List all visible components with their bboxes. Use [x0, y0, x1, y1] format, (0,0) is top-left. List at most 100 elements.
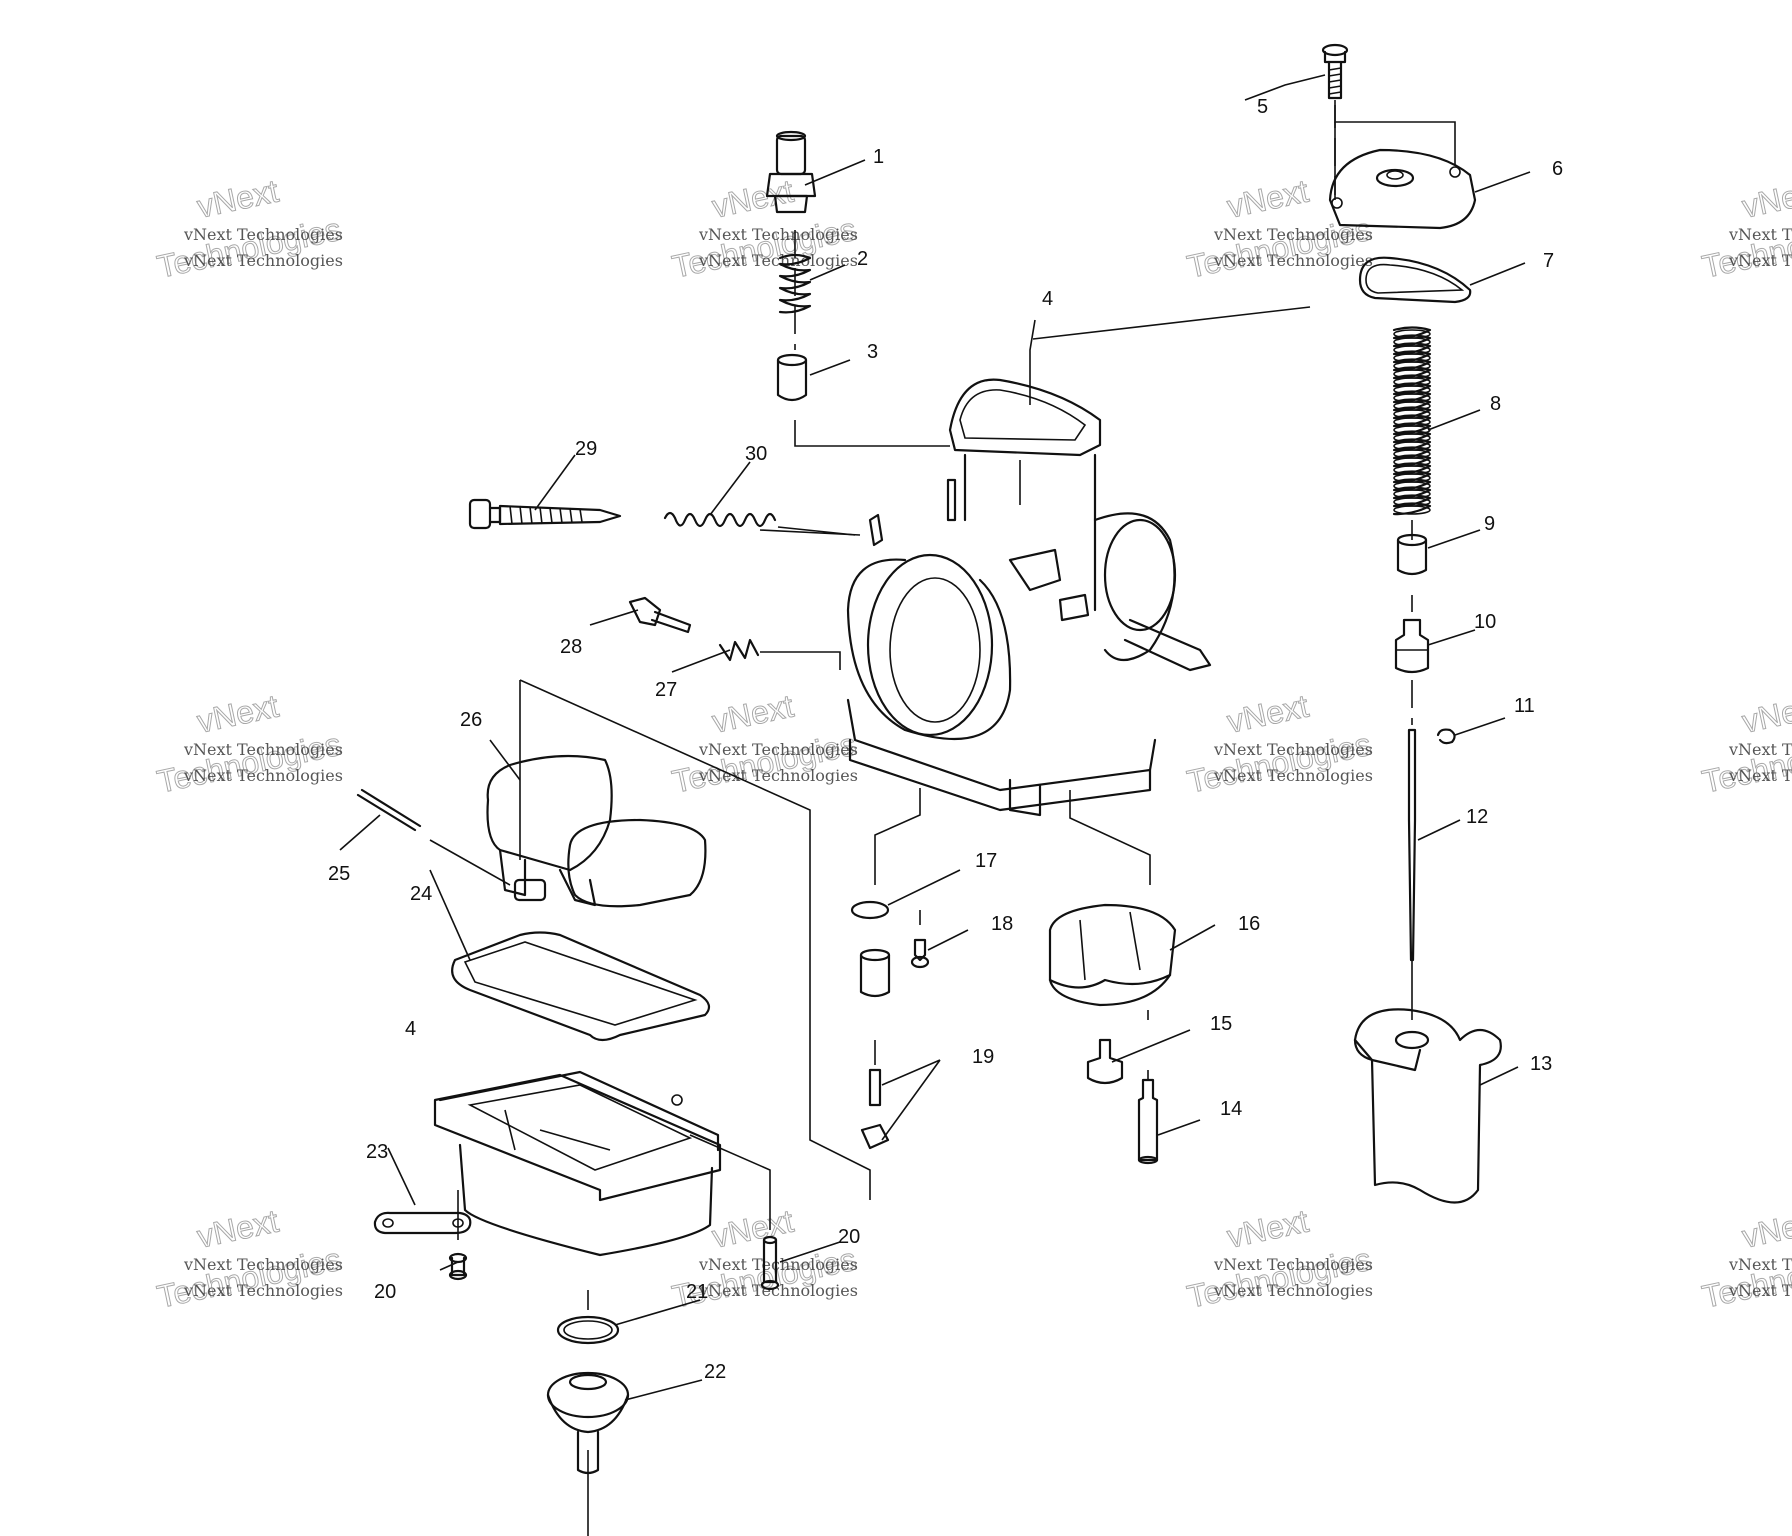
part-14-pilot-jet	[1137, 1078, 1159, 1165]
watermark-text: vNext Technologies	[183, 766, 343, 785]
part-28-air-screw	[628, 596, 692, 634]
callout-20-left: 20	[374, 1281, 396, 1303]
callout-9: 9	[1484, 513, 1495, 535]
part-3-plunger	[776, 353, 808, 402]
part-20-screw-right	[760, 1235, 780, 1291]
callout-6: 6	[1552, 158, 1563, 180]
callout-14: 14	[1220, 1098, 1242, 1120]
watermark-text: vNext Technologies	[183, 1255, 343, 1274]
callout-21: 21	[686, 1281, 708, 1303]
watermark-brand: vNext	[194, 1203, 282, 1255]
part-12-jet-needle	[1407, 728, 1417, 962]
watermark-brand: vNext	[1739, 1203, 1792, 1255]
part-13-throttle-slide	[1353, 1008, 1502, 1204]
part-11-clip	[1436, 728, 1456, 745]
callout-10: 10	[1474, 611, 1496, 633]
callout-20-right: 20	[838, 1226, 860, 1248]
part-8-spring	[1392, 326, 1432, 516]
watermark-text: vNext Technologies	[1728, 766, 1792, 785]
watermark-text: vNext Technologies	[698, 1255, 858, 1274]
part-17-o-ring	[850, 900, 890, 920]
callout-23: 23	[366, 1141, 388, 1163]
watermark-text: vNext Technologies	[1213, 740, 1373, 759]
watermark-text-large: Technologies	[154, 211, 344, 285]
watermark-brand: vNext	[1739, 688, 1792, 740]
callout-30: 30	[745, 443, 767, 465]
watermark-text: vNext Technologies	[1213, 1281, 1373, 1300]
watermark-brand: vNext	[194, 688, 282, 740]
part-6-top-cap	[1328, 148, 1477, 230]
watermark-text: vNext Technologies	[1213, 251, 1373, 270]
part-9-retainer	[1396, 533, 1428, 576]
callout-5: 5	[1257, 96, 1268, 118]
callout-11: 11	[1514, 695, 1535, 717]
watermark-brand: vNext	[709, 688, 797, 740]
callout-12: 12	[1466, 806, 1488, 828]
callout-15: 15	[1210, 1013, 1232, 1035]
watermark-text: vNext Technologies	[1213, 766, 1373, 785]
watermark-text: vNext Technologies	[1728, 1281, 1792, 1300]
part-16-needle-jet-holder	[1048, 903, 1177, 1007]
watermark-text: vNext Technologies	[698, 766, 858, 785]
callout-labels: 1 2 3 4 5 6 7 8 9 10 11 12 13 14 15 16 1…	[328, 96, 1563, 1383]
watermark-text: vNext Technologies	[183, 740, 343, 759]
callout-25: 25	[328, 863, 350, 885]
callout-22: 22	[704, 1361, 726, 1383]
part-10-needle-holder	[1394, 618, 1430, 674]
callout-4-carb-body: 4	[1042, 288, 1053, 310]
watermark-text-large: Technologies	[1184, 1241, 1374, 1315]
part-24-bowl-gasket	[451, 931, 711, 1042]
watermark-brand: vNext	[1739, 173, 1792, 225]
watermark-text: vNext Technologies	[183, 225, 343, 244]
watermark-text: vNext Technologies	[698, 251, 858, 270]
callout-4-float-bowl: 4	[405, 1018, 416, 1040]
part-19-starter-plunger	[859, 948, 891, 1150]
callout-2: 2	[857, 248, 868, 270]
callout-1: 1	[873, 146, 884, 168]
watermark-text: vNext Technologies	[698, 225, 858, 244]
watermark-text: vNext Technologies	[1728, 1255, 1792, 1274]
watermark-text: vNext Technologies	[183, 251, 343, 270]
watermark-text-large: Technologies	[1184, 211, 1374, 285]
part-4-float-bowl	[433, 1070, 722, 1257]
part-25-pin	[356, 788, 422, 832]
part-21-o-ring	[556, 1315, 620, 1345]
callout-13: 13	[1530, 1053, 1552, 1075]
callout-26: 26	[460, 709, 482, 731]
callout-8: 8	[1490, 393, 1501, 415]
part-29-throttle-stop-screw	[468, 498, 622, 530]
watermark-text: vNext Technologies	[698, 740, 858, 759]
watermark-brand: vNext	[709, 173, 797, 225]
callout-16: 16	[1238, 913, 1260, 935]
part-22-drain-plug	[546, 1371, 630, 1475]
watermark-brand: vNext	[709, 1203, 797, 1255]
watermark-text: vNext Technologies	[1728, 251, 1792, 270]
watermark-text-large: Technologies	[154, 726, 344, 800]
callout-3: 3	[867, 341, 878, 363]
part-27-spring	[718, 638, 760, 662]
part-26-float	[486, 754, 707, 908]
part-23-bracket	[373, 1211, 472, 1235]
part-18-screw	[910, 938, 930, 969]
watermark-text: vNext Technologies	[1213, 1255, 1373, 1274]
callout-24: 24	[410, 883, 432, 905]
watermark-text: vNext Technologies	[1213, 225, 1373, 244]
watermark-text-large: Technologies	[669, 211, 859, 285]
callout-27: 27	[655, 679, 677, 701]
watermark-text: vNext Technologies	[183, 1281, 343, 1300]
part-2-spring	[778, 253, 812, 314]
part-7-gasket	[1358, 256, 1472, 304]
callout-17: 17	[975, 850, 997, 872]
watermark-brand: vNext	[1224, 688, 1312, 740]
